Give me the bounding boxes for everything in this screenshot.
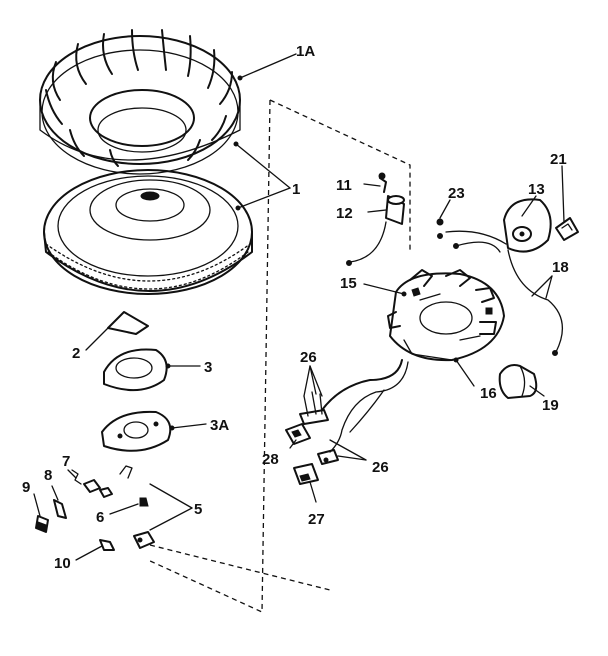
callout-21: 21 xyxy=(550,151,567,168)
callout-3: 3 xyxy=(204,359,212,376)
callout-7: 7 xyxy=(62,453,70,470)
flywheel-fan-part xyxy=(39,29,241,175)
callout-18: 18 xyxy=(552,259,569,276)
callout-2: 2 xyxy=(72,345,80,362)
flywheel-part xyxy=(43,169,253,295)
plate-part-3a xyxy=(101,410,172,452)
coil-leads xyxy=(445,230,564,356)
ignition-coil-part xyxy=(503,198,552,253)
condenser-part xyxy=(346,172,405,266)
connector-part-28 xyxy=(285,423,311,445)
callout-26-lower: 26 xyxy=(372,459,389,476)
terminal-part-26-upper xyxy=(299,391,329,425)
clip-part-21 xyxy=(555,217,579,241)
callout-26-upper: 26 xyxy=(300,349,317,366)
callout-16: 16 xyxy=(480,385,497,402)
callout-15: 15 xyxy=(340,275,357,292)
callout-1: 1 xyxy=(292,181,300,198)
assembly-outline-dashed xyxy=(147,99,411,614)
key-part-2 xyxy=(107,311,149,335)
callout-3a: 3A xyxy=(210,417,229,434)
stator-plate-part xyxy=(387,269,505,362)
callout-11: 11 xyxy=(336,177,352,194)
hardware-group xyxy=(35,465,155,551)
spark-plug-boot-part xyxy=(498,364,538,399)
callout-10: 10 xyxy=(54,555,71,572)
callout-6: 6 xyxy=(96,509,104,526)
callout-28: 28 xyxy=(262,451,279,468)
screw-part-23 xyxy=(436,218,459,249)
wire-harness-part xyxy=(321,359,409,453)
callout-23: 23 xyxy=(448,185,465,202)
callout-13: 13 xyxy=(528,181,545,198)
leader-lines xyxy=(33,53,565,561)
callout-5: 5 xyxy=(194,501,202,518)
terminal-part-26-lower xyxy=(317,449,339,465)
connector-part-27 xyxy=(293,463,319,485)
callout-9: 9 xyxy=(22,479,30,496)
plate-part-3 xyxy=(103,348,168,392)
callout-19: 19 xyxy=(542,397,559,414)
callout-27: 27 xyxy=(308,511,325,528)
callout-8: 8 xyxy=(44,467,52,484)
callout-1a: 1A xyxy=(296,43,315,60)
callout-labels: 1A 1 2 3 3A 5 6 7 8 9 10 11 12 13 15 16 … xyxy=(22,43,569,572)
callout-12: 12 xyxy=(336,205,353,222)
